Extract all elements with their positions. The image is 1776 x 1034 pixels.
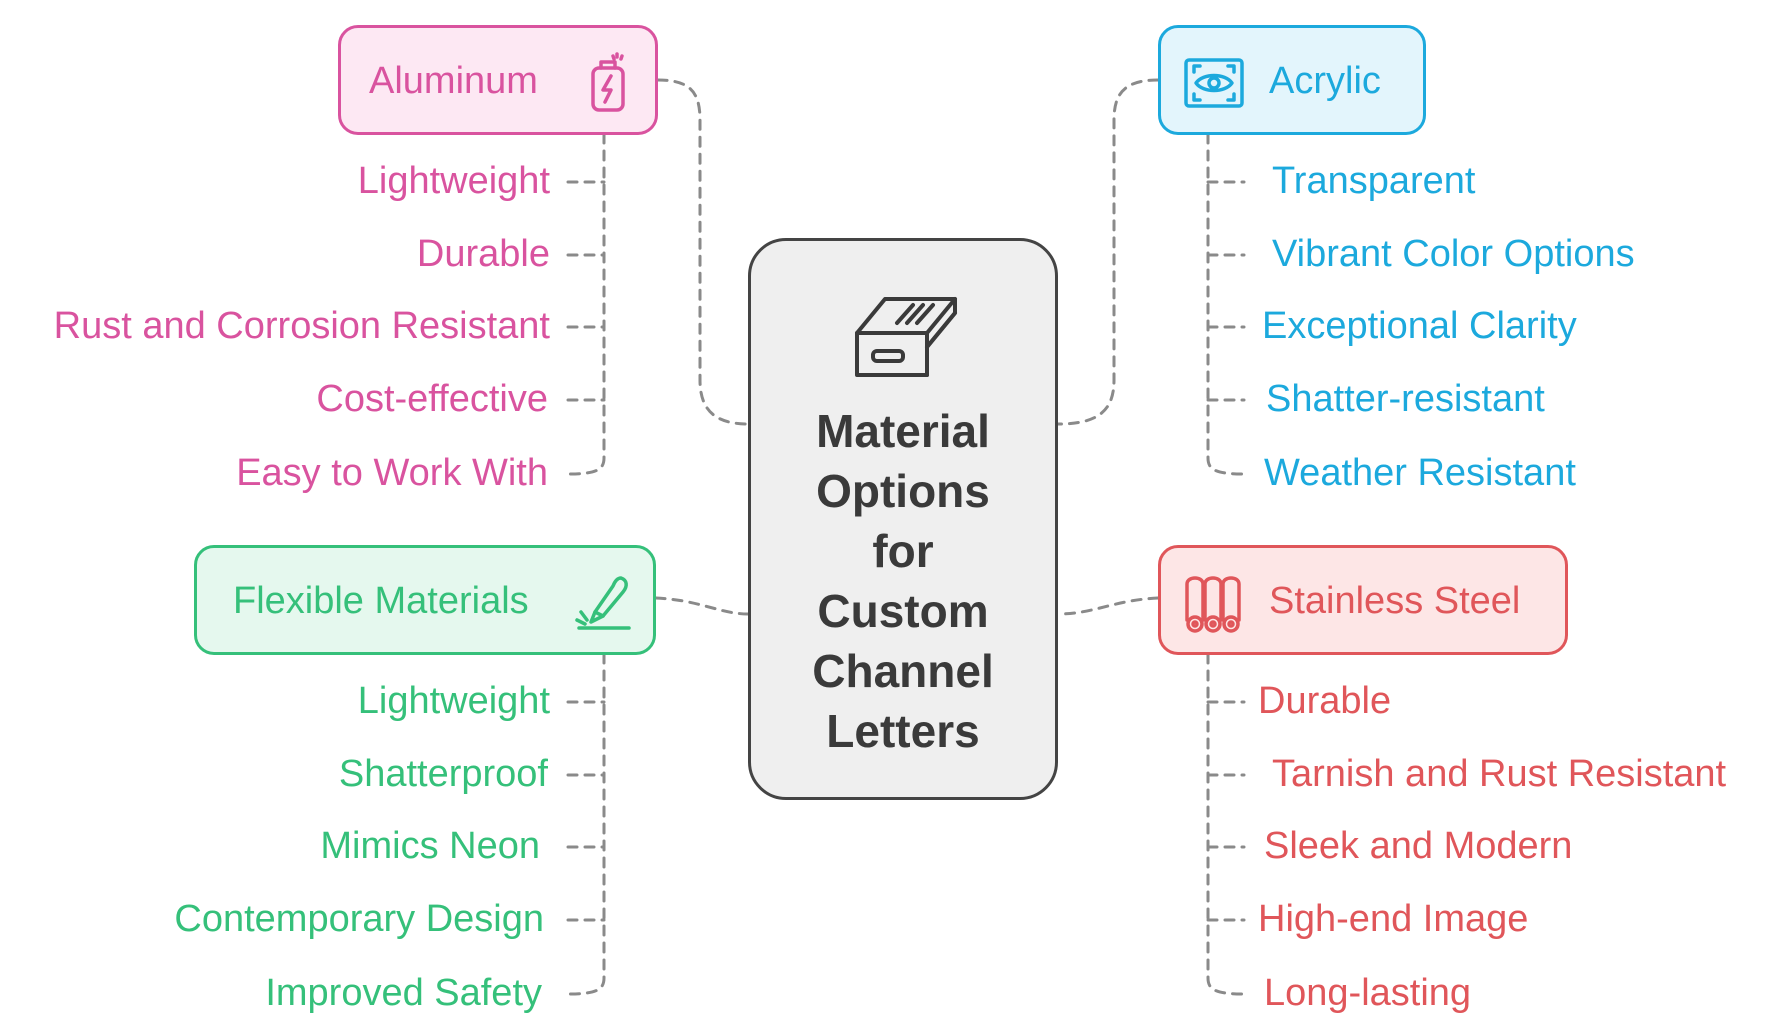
flexible-item: Lightweight xyxy=(357,680,550,722)
category-label-flexible: Flexible Materials xyxy=(233,580,529,622)
channel-letter-block-icon xyxy=(855,297,957,377)
pen-brush-icon xyxy=(575,576,631,630)
steel-item: Long-lasting xyxy=(1264,972,1472,1014)
branch-lines-flexible xyxy=(566,652,606,996)
center-node: Material Options for Custom Channel Lett… xyxy=(748,238,1058,800)
flexible-item: Contemporary Design xyxy=(174,898,544,940)
category-label-steel: Stainless Steel xyxy=(1269,580,1521,622)
steel-rods-icon xyxy=(1185,576,1241,633)
category-steel: Stainless Steel xyxy=(1158,545,1568,655)
connector-aluminum xyxy=(656,78,750,426)
acrylic-item: Transparent xyxy=(1272,160,1476,202)
category-flexible: Flexible Materials xyxy=(194,545,656,655)
acrylic-item: Vibrant Color Options xyxy=(1272,233,1635,275)
battery-bolt-icon xyxy=(591,52,625,112)
steel-item: Durable xyxy=(1258,680,1392,722)
eye-scan-icon xyxy=(1184,58,1244,108)
category-label-aluminum: Aluminum xyxy=(369,60,538,102)
acrylic-item: Weather Resistant xyxy=(1264,452,1576,494)
acrylic-item: Exceptional Clarity xyxy=(1262,305,1577,347)
flexible-item: Shatterproof xyxy=(338,753,548,795)
steel-item: Tarnish and Rust Resistant xyxy=(1272,753,1727,795)
connector-acrylic xyxy=(1056,78,1160,426)
aluminum-item: Rust and Corrosion Resistant xyxy=(53,305,550,347)
aluminum-item: Easy to Work With xyxy=(236,452,548,494)
aluminum-item: Cost-effective xyxy=(316,378,548,420)
steel-item: High-end Image xyxy=(1258,898,1529,940)
flexible-item: Mimics Neon xyxy=(320,825,540,867)
category-aluminum: Aluminum xyxy=(338,25,658,135)
acrylic-item: Shatter-resistant xyxy=(1266,378,1545,420)
steel-item: Sleek and Modern xyxy=(1264,825,1573,867)
center-title: Material Options for Custom Channel Lett… xyxy=(812,405,994,757)
category-acrylic: Acrylic xyxy=(1158,25,1426,135)
branch-lines-aluminum xyxy=(566,132,606,476)
connector-steel xyxy=(1056,596,1160,616)
branch-lines-acrylic xyxy=(1206,132,1246,476)
aluminum-item: Lightweight xyxy=(357,160,550,202)
branch-lines-steel xyxy=(1206,652,1246,996)
connector-flexible xyxy=(654,596,750,616)
aluminum-item: Durable xyxy=(416,233,550,275)
flexible-item: Improved Safety xyxy=(265,972,542,1014)
category-label-acrylic: Acrylic xyxy=(1269,60,1381,102)
